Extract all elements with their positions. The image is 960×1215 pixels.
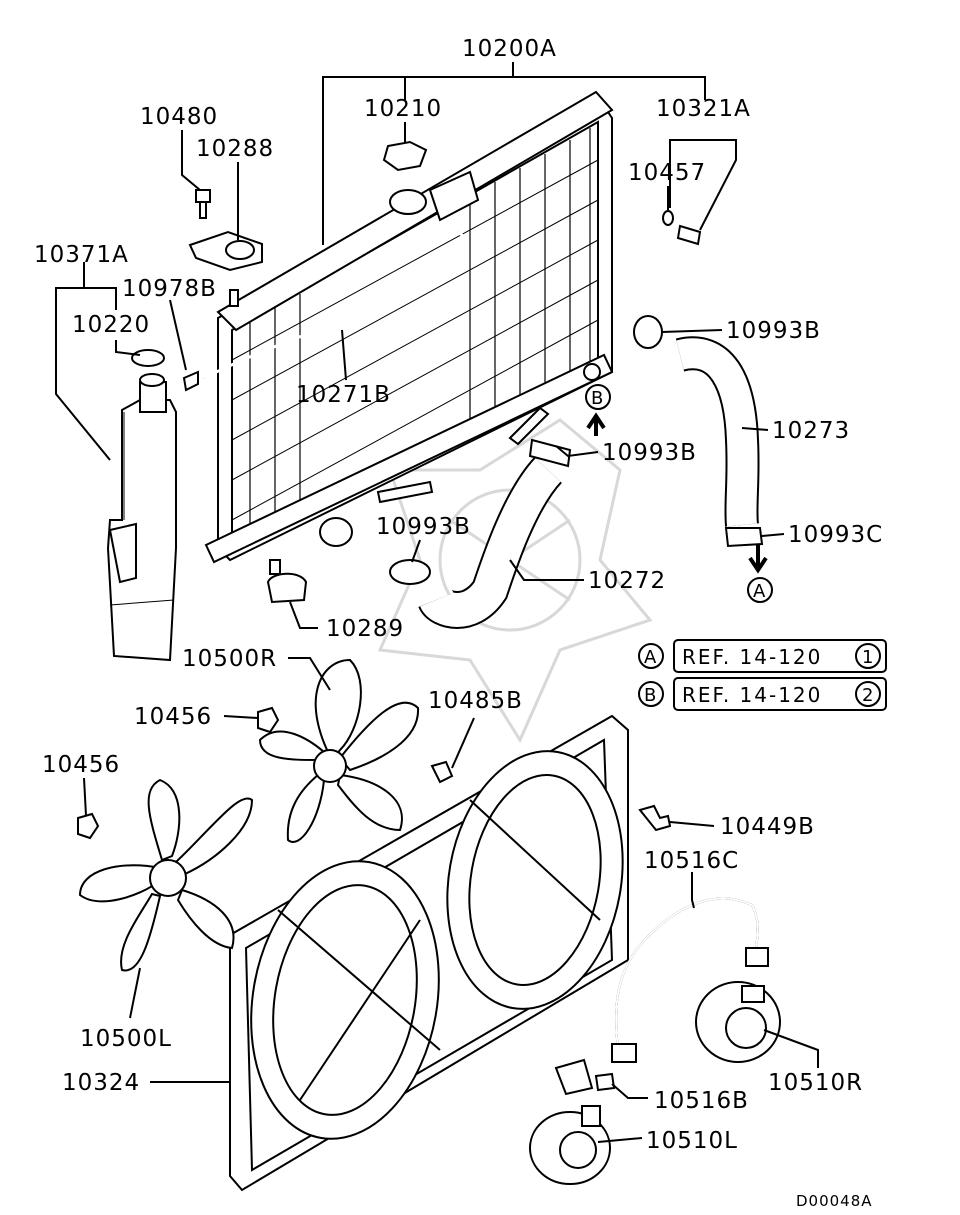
- drain-plug: [676, 224, 702, 246]
- bolt-10480: [195, 189, 211, 219]
- leader-lines: [55, 62, 819, 1143]
- label-10288: 10288: [196, 136, 274, 162]
- hose-clamp-10993B-lower: [389, 559, 431, 585]
- reference-b-text: REF. 14-120: [682, 683, 822, 707]
- reference-a: A REF. 14-120 1: [638, 639, 887, 673]
- label-10456-upper: 10456: [134, 704, 212, 730]
- label-10371A: 10371A: [34, 242, 129, 268]
- fan-motor-10510R: [695, 981, 781, 1063]
- filler-neck: [389, 189, 427, 215]
- fan-10500L: [78, 778, 254, 972]
- hose-clip: [182, 370, 199, 392]
- nut-10456-lower: [77, 812, 100, 840]
- connector-upper: [745, 947, 769, 967]
- label-10321A: 10321A: [656, 96, 751, 122]
- fan-motor-10510L: [529, 1105, 611, 1185]
- connector-10516B: [554, 1058, 594, 1096]
- label-10993B-lower: 10993B: [376, 514, 471, 540]
- label-10485B: 10485B: [428, 688, 523, 714]
- reference-a-text: REF. 14-120: [682, 645, 822, 669]
- label-10516B: 10516B: [654, 1088, 749, 1114]
- washer-10457: [662, 210, 674, 226]
- svg-text:2: 2: [862, 685, 873, 706]
- label-10457: 10457: [628, 160, 706, 186]
- hose-clamp-10993B-upper: [633, 315, 663, 349]
- label-10510L: 10510L: [646, 1128, 738, 1154]
- radiator-assembly: [204, 90, 614, 575]
- svg-text:A: A: [644, 647, 657, 668]
- label-10289: 10289: [326, 616, 404, 642]
- label-10210: 10210: [364, 96, 442, 122]
- reservoir-tank: [106, 373, 177, 662]
- bolt-10485B: [430, 760, 454, 784]
- svg-text:B: B: [591, 388, 603, 409]
- nut-10456-upper: [257, 706, 280, 734]
- label-10324: 10324: [62, 1070, 140, 1096]
- reference-b: B REF. 14-120 2: [638, 677, 887, 711]
- label-10200A: 10200A: [462, 36, 557, 62]
- radiator-cap: [382, 140, 428, 172]
- label-10449B: 10449B: [720, 814, 815, 840]
- flow-arrow-b: [586, 412, 606, 436]
- label-10500R: 10500R: [182, 646, 277, 672]
- rubber-mount: [266, 572, 308, 604]
- svg-text:B: B: [644, 685, 656, 706]
- diagram-code: D00048A: [796, 1192, 873, 1210]
- label-10993B-upper: 10993B: [726, 318, 821, 344]
- label-10516C: 10516C: [644, 848, 739, 874]
- connector-mark-b: B: [585, 384, 611, 410]
- label-10993B-middle: 10993B: [602, 440, 697, 466]
- fan-shroud: [229, 714, 629, 1192]
- svg-text:A: A: [753, 581, 766, 602]
- lower-outlet-pipe: [319, 517, 353, 547]
- label-10480: 10480: [140, 104, 218, 130]
- hose-clamp-10993C: [724, 527, 764, 548]
- bolt-10449B: [638, 804, 672, 832]
- label-10220: 10220: [72, 312, 150, 338]
- connector-mark-a: A: [747, 577, 773, 603]
- label-10500L: 10500L: [80, 1026, 172, 1052]
- reservoir-cap: [131, 349, 165, 367]
- flow-arrow-a: [748, 544, 768, 574]
- svg-text:1: 1: [862, 647, 873, 668]
- upper-bracket: [188, 230, 263, 272]
- connector-lower: [611, 1043, 637, 1063]
- radiator-core-fins: [231, 128, 599, 532]
- label-10510R: 10510R: [768, 1070, 863, 1096]
- fan-10500R: [258, 658, 420, 843]
- label-10456-lower: 10456: [42, 752, 120, 778]
- label-10272: 10272: [588, 568, 666, 594]
- label-10993C: 10993C: [788, 522, 883, 548]
- label-10271B: 10271B: [296, 382, 391, 408]
- label-10978B: 10978B: [122, 276, 217, 302]
- part-labels: 10200A 10210 10321A 10480 10288 10457 10…: [34, 36, 883, 1154]
- label-10273: 10273: [772, 418, 850, 444]
